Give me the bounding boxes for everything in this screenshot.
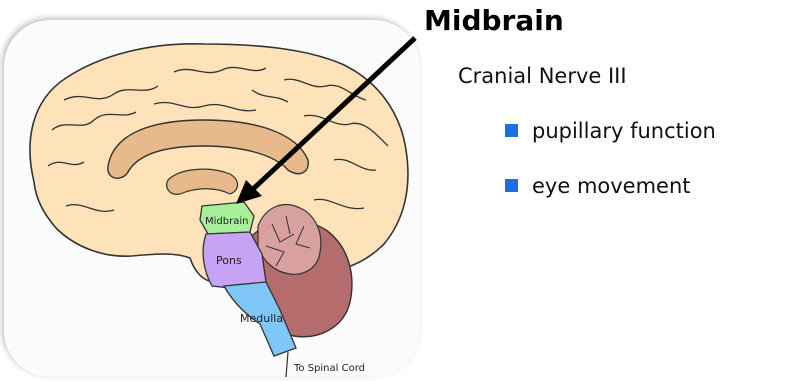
square-bullet-icon xyxy=(505,179,518,192)
bullet-text: pupillary function xyxy=(532,119,716,143)
subtitle: Cranial Nerve III xyxy=(458,64,627,88)
list-item: eye movement xyxy=(505,171,716,200)
bullet-list: pupillary function eye movement xyxy=(505,116,716,226)
list-item: pupillary function xyxy=(505,116,716,145)
square-bullet-icon xyxy=(505,124,518,137)
bullet-text: eye movement xyxy=(532,174,691,198)
page-title: Midbrain xyxy=(424,4,564,37)
